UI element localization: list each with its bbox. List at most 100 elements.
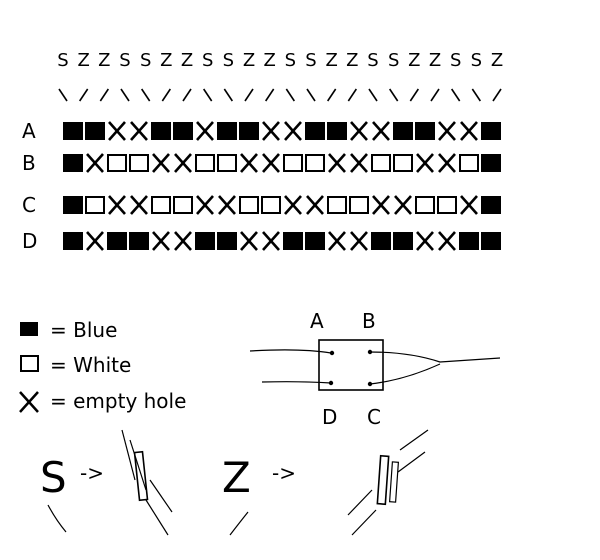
empty-hole-cell: [262, 121, 280, 141]
twist-slant-mark: [141, 88, 151, 102]
empty-hole-cell: [438, 231, 456, 251]
empty-hole-cell: [328, 153, 346, 173]
twist-slant-mark: [244, 88, 254, 102]
white-thread-cell: [173, 196, 193, 214]
empty-hole-cell: [416, 153, 434, 173]
blue-thread-cell: [195, 232, 215, 250]
white-thread-cell: [327, 196, 347, 214]
empty-hole-cell: [130, 195, 148, 215]
thread-in-a: [249, 349, 332, 354]
twist-slant-mark: [471, 88, 481, 102]
empty-hole-cell: [394, 195, 412, 215]
blue-thread-cell: [481, 232, 501, 250]
card-hole-a: [329, 350, 335, 356]
empty-hole-cell: [460, 195, 478, 215]
white-thread-cell: [151, 196, 171, 214]
twist-slant-mark: [265, 88, 275, 102]
blue-thread-cell: [481, 154, 501, 172]
twist-letter: S: [367, 50, 378, 71]
white-thread-cell: [415, 196, 435, 214]
twist-letter: S: [140, 50, 151, 71]
blue-thread-cell: [239, 122, 259, 140]
empty-hole-cell: [152, 231, 170, 251]
twist-letter: S: [119, 50, 130, 71]
white-thread-cell: [393, 154, 413, 172]
blue-thread-cell: [85, 122, 105, 140]
s-thread-line: [129, 439, 147, 491]
white-thread-cell: [349, 196, 369, 214]
blue-thread-cell: [305, 232, 325, 250]
empty-hole-cell: [152, 153, 170, 173]
empty-hole-cell: [372, 195, 390, 215]
empty-hole-cell: [174, 231, 192, 251]
blue-thread-cell: [371, 232, 391, 250]
empty-hole-cell: [86, 153, 104, 173]
blue-thread-cell: [415, 122, 435, 140]
white-thread-cell: [371, 154, 391, 172]
empty-hole-cell: [130, 121, 148, 141]
empty-hole-cell: [196, 195, 214, 215]
s-thread-line: [121, 429, 136, 481]
blue-thread-cell: [107, 232, 127, 250]
blue-thread-cell: [129, 232, 149, 250]
empty-hole-cell: [306, 195, 324, 215]
card-corner-c: C: [367, 405, 381, 429]
twist-slant-mark: [182, 88, 192, 102]
row-label-a: A: [22, 119, 36, 143]
empty-hole-cell: [86, 231, 104, 251]
z-arrow: ->: [272, 461, 296, 485]
legend-empty-text: = empty hole: [50, 389, 186, 413]
twist-letter: Z: [429, 50, 441, 71]
z-card-edge: [376, 454, 390, 506]
twist-letter: S: [202, 50, 213, 71]
blue-thread-cell: [393, 122, 413, 140]
white-thread-cell: [129, 154, 149, 172]
blue-thread-cell: [327, 122, 347, 140]
blue-thread-cell: [283, 232, 303, 250]
legend-x-mark: [19, 391, 39, 413]
twist-letter: S: [57, 50, 68, 71]
white-thread-cell: [305, 154, 325, 172]
twist-slant-mark: [327, 88, 337, 102]
twist-letter: Z: [325, 50, 337, 71]
empty-hole-cell: [460, 121, 478, 141]
twist-slant-mark: [430, 88, 440, 102]
empty-hole-cell: [196, 121, 214, 141]
twist-letter: Z: [160, 50, 172, 71]
card-corner-d: D: [322, 405, 337, 429]
twist-slant-mark: [409, 88, 419, 102]
empty-hole-cell: [350, 121, 368, 141]
blue-thread-cell: [63, 196, 83, 214]
z-thread-line: [347, 489, 373, 516]
twist-slant-mark: [306, 88, 316, 102]
twist-slant-mark: [161, 88, 171, 102]
twist-slant-mark: [451, 88, 461, 102]
white-thread-cell: [195, 154, 215, 172]
z-thread-line: [399, 429, 429, 451]
legend: = Blue = White = empty hole: [19, 318, 186, 413]
blue-thread-cell: [173, 122, 193, 140]
twist-letter: Z: [181, 50, 193, 71]
empty-hole-cell: [108, 195, 126, 215]
twist-slant-mark: [347, 88, 357, 102]
blue-thread-cell: [393, 232, 413, 250]
s-thread-line: [149, 479, 173, 513]
blue-thread-cell: [305, 122, 325, 140]
z-tail-mark: [229, 511, 249, 536]
z-direction-letter: Z: [222, 453, 251, 502]
pattern-grid: [63, 121, 501, 251]
empty-hole-cell: [284, 195, 302, 215]
twist-slant-row: [58, 88, 502, 102]
z-card-edge: [388, 461, 400, 503]
twist-letter: S: [471, 50, 482, 71]
empty-hole-cell: [174, 153, 192, 173]
thread-out-b: [369, 351, 501, 363]
legend-blue-swatch: [20, 322, 38, 336]
thread-in-d: [261, 381, 332, 384]
blue-thread-cell: [63, 122, 83, 140]
twist-letter: Z: [77, 50, 89, 71]
twist-slant-mark: [203, 88, 213, 102]
legend-white-text: = White: [50, 353, 131, 377]
